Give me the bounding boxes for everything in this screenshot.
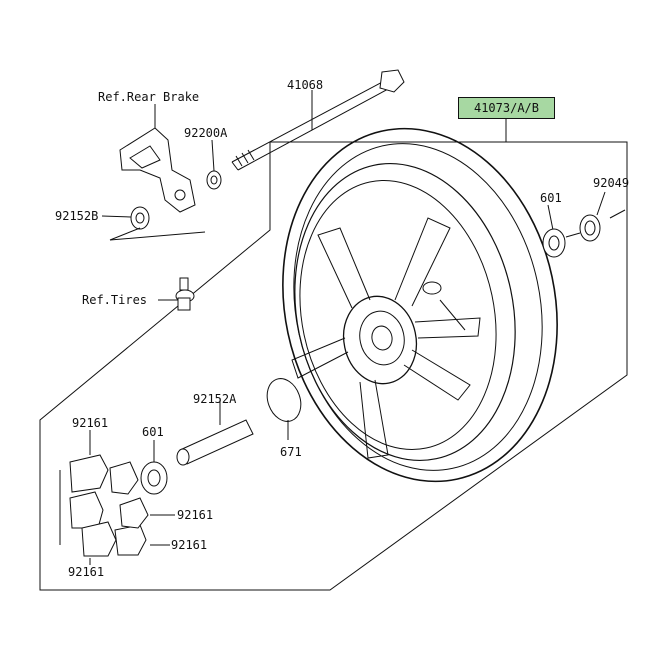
label-collar-long: 92152A (193, 392, 237, 406)
label-damper-right-2: 92161 (171, 538, 208, 552)
label-damper-top: 92161 (72, 416, 109, 430)
label-bearing-left: 601 (142, 425, 164, 439)
collar-92152a (176, 398, 254, 466)
brake-bracket (119, 127, 196, 213)
label-collar-top: 92200A (184, 126, 228, 140)
label-damper-bottom: 92161 (68, 565, 105, 579)
axle-41068 (231, 69, 405, 171)
rear-wheel (282, 127, 558, 483)
label-ref-tires: Ref.Tires (82, 293, 148, 307)
label-seal-right: 92049 (593, 176, 630, 190)
bearing-right (542, 228, 566, 258)
label-ref-rear-brake: Ref.Rear Brake (98, 90, 200, 104)
label-bearing-right: 601 (540, 191, 562, 205)
tire-valve (158, 277, 195, 311)
collar-92152b (101, 206, 206, 241)
assembly-outline (39, 141, 628, 591)
damper-group (59, 430, 175, 565)
label-axle: 41068 (287, 78, 324, 92)
seal-92049 (579, 209, 626, 242)
label-collar-left: 92152B (55, 209, 99, 223)
assembly-part-number: 41073/A/B (458, 97, 555, 119)
oring-671 (266, 378, 302, 440)
bearing-left (140, 440, 168, 495)
collar-92200a (206, 139, 222, 190)
label-damper-right-1: 92161 (177, 508, 214, 522)
label-oring: 671 (280, 445, 302, 459)
